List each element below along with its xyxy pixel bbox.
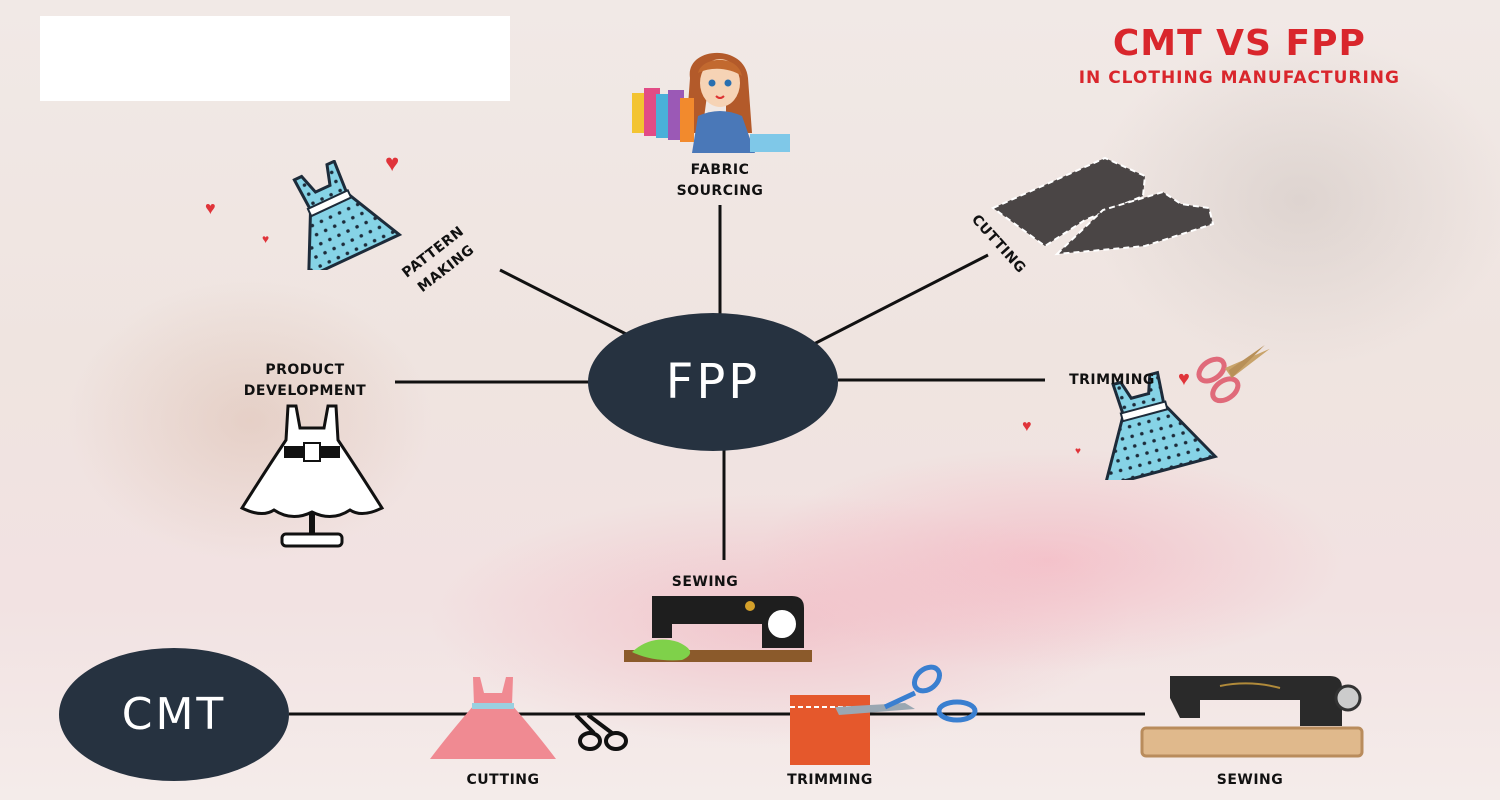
sewing-machine-icon <box>622 590 822 665</box>
fabric-scissors-icon <box>785 655 990 770</box>
fpp-hub: FPP <box>588 313 838 451</box>
pink-dress-scissors-icon <box>418 675 633 770</box>
cmt-cutting-label: CUTTING <box>428 770 578 791</box>
woman-fabric-icon <box>630 38 810 153</box>
product-development-label: PRODUCT DEVELOPMENT <box>200 360 410 402</box>
heart-icon: ♥ <box>385 150 399 178</box>
heart-icon: ♥ <box>1075 446 1081 457</box>
mannequin-dress-icon <box>232 400 392 552</box>
heart-icon: ♥ <box>1022 418 1032 436</box>
dress-scissors-icon <box>1065 345 1290 480</box>
heart-icon: ♥ <box>262 232 269 246</box>
vintage-sewing-machine-icon <box>1140 668 1370 763</box>
heart-icon: ♥ <box>205 198 216 219</box>
trimming-label: TRIMMING <box>1042 370 1182 391</box>
cmt-sewing-label: SEWING <box>1190 770 1310 791</box>
connector-pattern-making <box>500 270 628 335</box>
fabric-sourcing-label: FABRIC SOURCING <box>640 160 800 202</box>
connector-cutting <box>808 255 988 347</box>
sewing-label: SEWING <box>645 572 765 593</box>
cmt-trimming-label: TRIMMING <box>750 770 910 791</box>
cut-pattern-pieces-icon <box>985 150 1225 260</box>
cmt-hub: CMT <box>59 648 289 781</box>
